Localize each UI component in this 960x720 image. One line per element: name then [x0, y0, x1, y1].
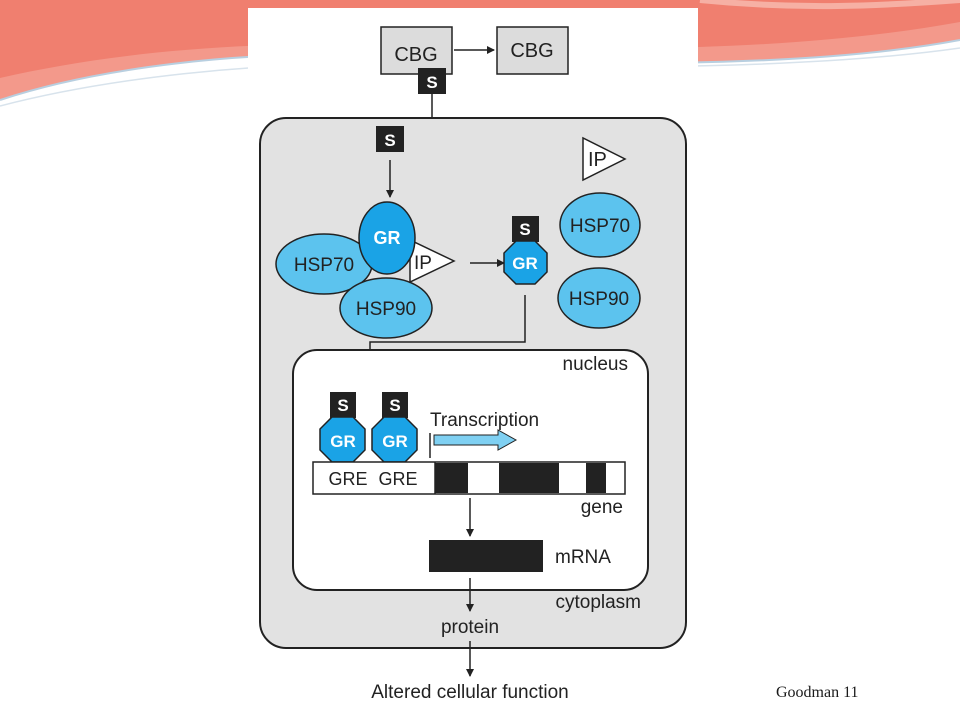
hsp90-bound: HSP90 — [339, 277, 433, 339]
svg-text:GR: GR — [330, 432, 356, 451]
glucocorticoid-pathway-diagram: CBG CBG S S IP — [259, 26, 687, 703]
mrna-label: mRNA — [555, 547, 611, 568]
cytoplasm-label: cytoplasm — [555, 592, 641, 613]
svg-text:HSP90: HSP90 — [356, 299, 416, 320]
exon — [435, 463, 468, 493]
transcription-label: Transcription — [430, 410, 539, 431]
svg-text:IP: IP — [414, 253, 432, 274]
hsp70-bound: HSP70 — [275, 233, 373, 295]
gre-label-1: GRE — [328, 469, 367, 489]
steroid-on-cbg: S — [418, 68, 446, 94]
svg-text:HSP70: HSP70 — [294, 255, 354, 276]
cbg-free-label: CBG — [510, 40, 553, 62]
activated-gr: S GR — [503, 216, 548, 285]
gr-dimer-2: S GR — [371, 392, 418, 463]
protein-label: protein — [441, 617, 499, 638]
cbg-bound-label: CBG — [394, 44, 437, 66]
svg-text:GR: GR — [512, 254, 538, 273]
steroid-free: S — [376, 126, 404, 152]
ip-free: IP — [582, 136, 627, 182]
cbg-complex: CBG — [380, 26, 453, 75]
hsp90-free: HSP90 — [557, 267, 641, 329]
exon — [499, 463, 559, 493]
outcome-label: Altered cellular function — [371, 682, 569, 703]
gr-dimer-1: S GR — [319, 392, 366, 463]
mrna-bar — [429, 540, 543, 572]
gre-label-2: GRE — [378, 469, 417, 489]
svg-text:S: S — [426, 73, 437, 92]
svg-text:HSP70: HSP70 — [570, 216, 630, 237]
svg-text:S: S — [384, 131, 395, 150]
hsp70-free: HSP70 — [559, 192, 641, 258]
svg-text:S: S — [337, 396, 348, 415]
svg-text:S: S — [389, 396, 400, 415]
transcription-arrow — [433, 429, 518, 451]
figure-panel: CBG CBG S S IP — [248, 8, 698, 714]
exon — [586, 463, 606, 493]
svg-text:GR: GR — [382, 432, 408, 451]
svg-text:IP: IP — [588, 149, 607, 171]
nucleus-label: nucleus — [563, 354, 629, 375]
ip-bound: IP — [409, 238, 456, 284]
gene-bar: GRE GRE — [312, 461, 626, 495]
svg-text:S: S — [519, 220, 530, 239]
svg-text:GR: GR — [374, 228, 401, 248]
gr-unbound: GR — [358, 201, 416, 275]
cbg-free: CBG — [496, 26, 569, 75]
svg-text:HSP90: HSP90 — [569, 289, 629, 310]
gene-label: gene — [581, 497, 623, 518]
citation: Goodman 11 — [776, 684, 859, 701]
